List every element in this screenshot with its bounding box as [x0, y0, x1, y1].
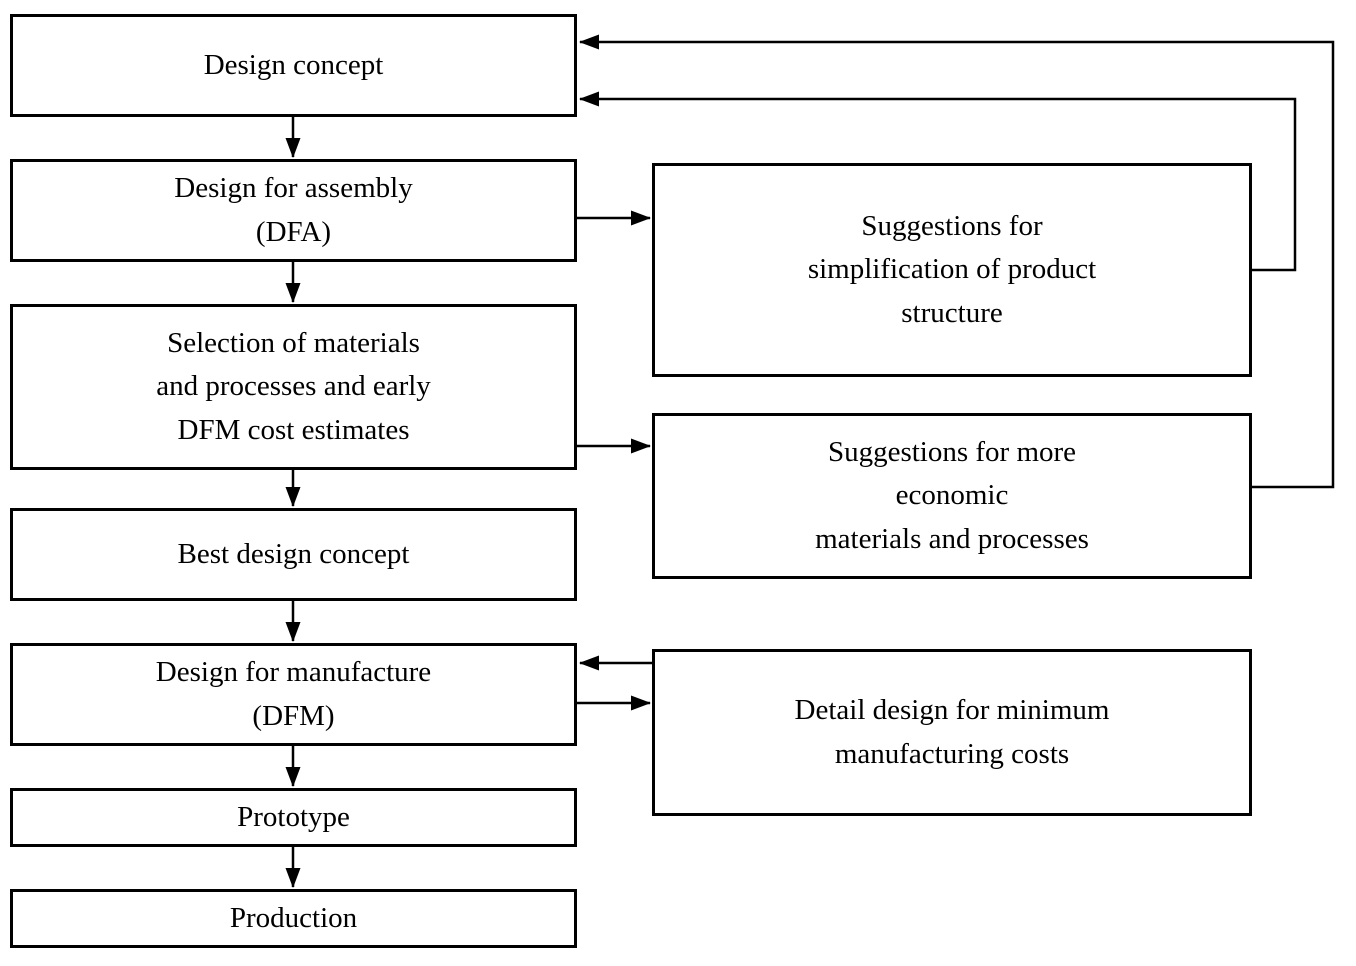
node-design-concept: Design concept	[10, 14, 577, 117]
node-dfa: Design for assembly (DFA)	[10, 159, 577, 262]
feedback-suggestions-simplification-to-design-concept	[578, 91, 1297, 272]
node-selection-materials: Selection of materials and processes and…	[10, 304, 577, 470]
node-suggestions-economic: Suggestions for more economic materials …	[652, 413, 1252, 579]
node-suggestions-simplification: Suggestions for simplification of produc…	[652, 163, 1252, 377]
feedback-suggestions-economic-to-design-concept	[578, 34, 1335, 489]
node-dfm: Design for manufacture (DFM)	[10, 643, 577, 746]
node-prototype: Prototype	[10, 788, 577, 847]
node-production: Production	[10, 889, 577, 948]
node-best-design-concept: Best design concept	[10, 508, 577, 601]
node-detail-design: Detail design for minimum manufacturing …	[652, 649, 1252, 816]
